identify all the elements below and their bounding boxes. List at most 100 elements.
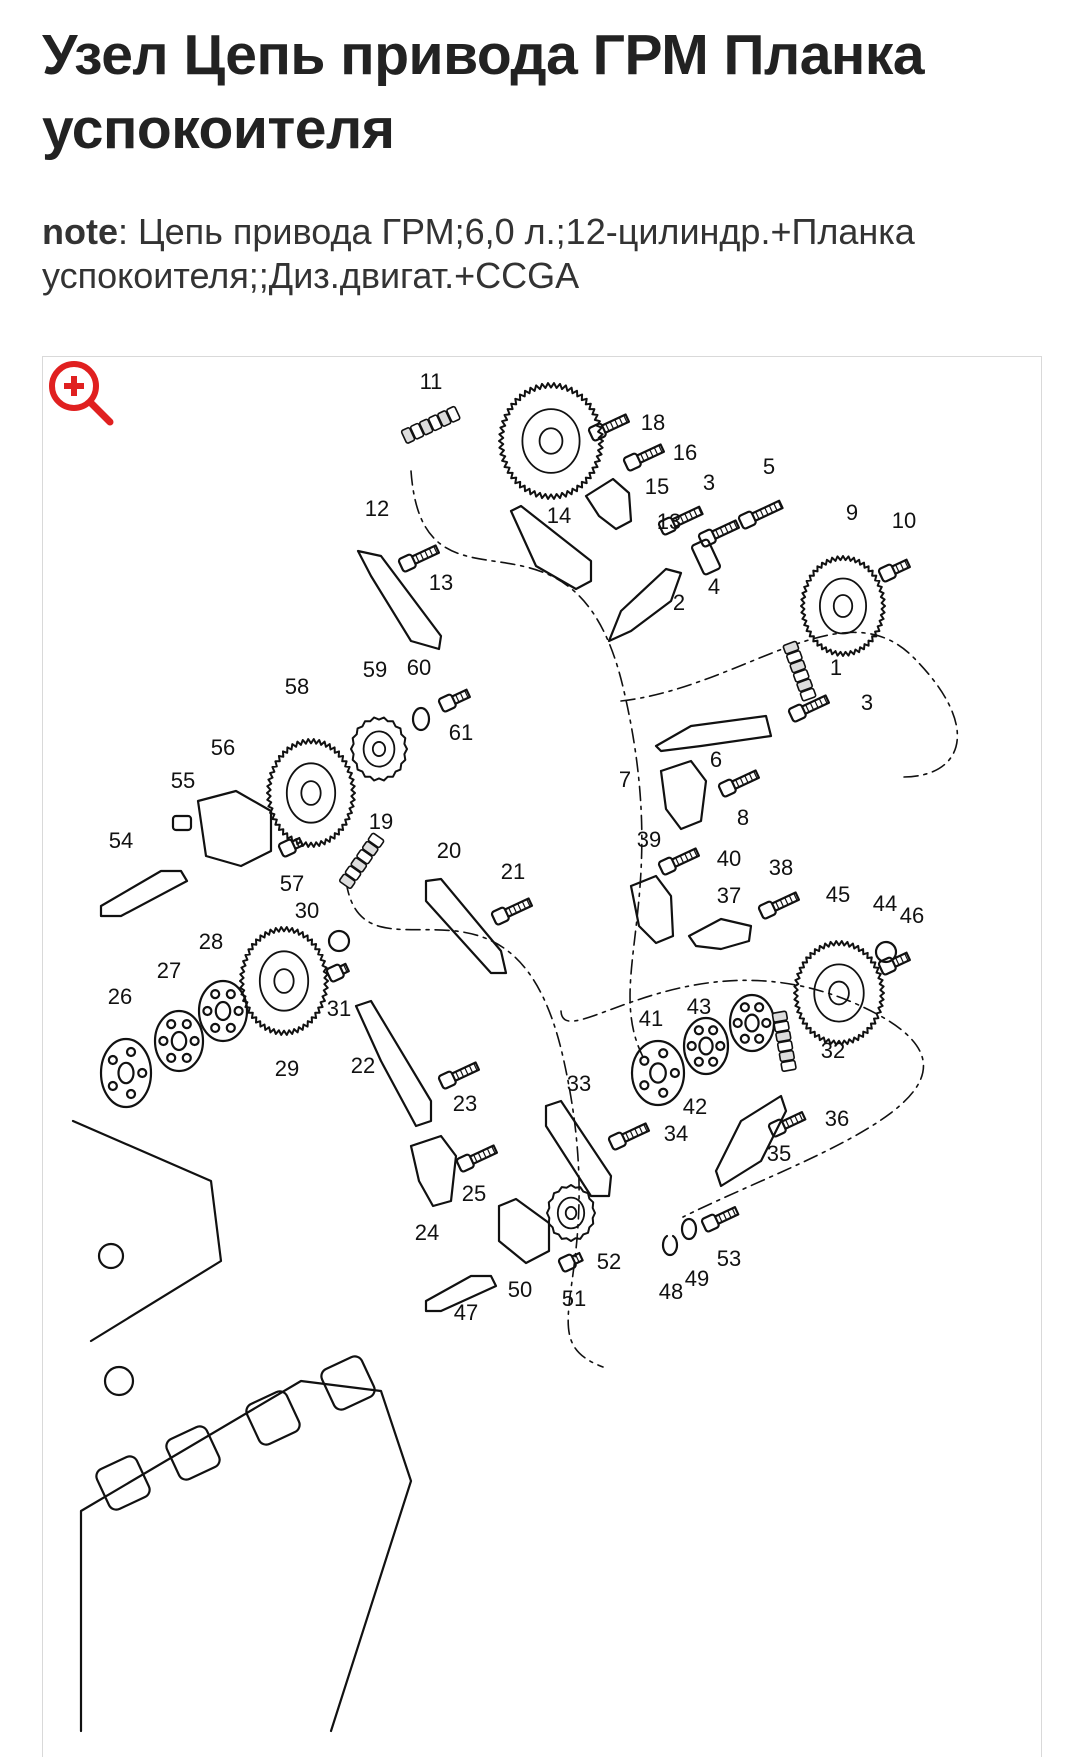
- part-number-label: 20: [437, 838, 461, 863]
- chain-segment-19: [338, 832, 385, 890]
- part-number-label: 36: [825, 1106, 849, 1131]
- part-number-label: 18: [641, 410, 665, 435]
- flange-41: [630, 1039, 686, 1107]
- washer-27: [153, 1009, 205, 1073]
- guide-rail-6: [654, 714, 773, 753]
- bolt-61: [437, 688, 471, 713]
- nut-29: [327, 929, 351, 953]
- part-number-label: 5: [763, 454, 775, 479]
- sprocket-59: [350, 716, 408, 782]
- part-number-label: 60: [407, 655, 431, 680]
- bolt-53: [700, 1206, 740, 1233]
- part-number-label: 52: [597, 1249, 621, 1274]
- bolt-46: [877, 951, 911, 976]
- bolt-5: [737, 499, 784, 530]
- part-number-label: 6: [710, 747, 722, 772]
- part-number-label: 16: [673, 440, 697, 465]
- note-text: Цепь привода ГРМ;6,0 л.;12-цилиндр.+План…: [42, 211, 915, 296]
- note-label: note: [42, 211, 118, 252]
- bolt-21: [490, 897, 534, 926]
- shaft-54: [99, 869, 189, 918]
- cam-cap-4: [320, 1355, 376, 1411]
- sprocket-17: [498, 382, 604, 500]
- chain-segment-32: [771, 1010, 797, 1073]
- part-number-label: 58: [285, 674, 309, 699]
- tensioner-50: [497, 1197, 551, 1265]
- guide-rail-14: [509, 504, 593, 591]
- part-number-label: 47: [454, 1300, 478, 1325]
- bolt-3a: [697, 519, 741, 548]
- bolt-18: [587, 413, 631, 442]
- lower-left-chain-path: [345, 880, 604, 1368]
- bolt-31: [325, 962, 350, 983]
- lower-right-chain-path: [560, 979, 925, 1218]
- port-2: [97, 1242, 125, 1270]
- bolt-57: [277, 836, 304, 858]
- tensioner-37: [687, 917, 753, 951]
- part-number-label: 41: [639, 1006, 663, 1031]
- washer-43: [728, 993, 776, 1053]
- part-number-label: 37: [717, 883, 741, 908]
- part-number-label: 29: [275, 1056, 299, 1081]
- part-number-label: 46: [900, 903, 924, 928]
- washer-49: [680, 1217, 698, 1241]
- zoom-in-icon[interactable]: [44, 356, 124, 436]
- bolt-38: [757, 891, 801, 920]
- part-number-label: 25: [462, 1181, 486, 1206]
- cam-cap-3: [245, 1390, 301, 1446]
- part-number-label: 51: [562, 1286, 586, 1311]
- tensioner-rail-35: [714, 1094, 788, 1188]
- part-number-label: 8: [737, 805, 749, 830]
- exploded-parts-drawing: 1233456789101112131314151617181920212223…: [71, 369, 959, 1733]
- page-title: Узел Цепь привода ГРМ Планка успокоителя: [42, 23, 925, 161]
- part-number-label: 1: [830, 655, 842, 680]
- part-number-label: 50: [508, 1277, 532, 1302]
- parts-diagram[interactable]: 1233456789101112131314151617181920212223…: [42, 356, 1042, 1757]
- bolt-36: [767, 1111, 807, 1138]
- cam-cap-2: [165, 1425, 221, 1481]
- washer-42: [682, 1016, 730, 1076]
- part-number-label: 7: [619, 767, 631, 792]
- port-1: [103, 1365, 135, 1397]
- part-number-label: 11: [420, 369, 443, 394]
- part-number-label: 42: [683, 1094, 707, 1119]
- bracket-24: [409, 1134, 458, 1208]
- part-number-label: 26: [108, 984, 132, 1009]
- cam-cap-1: [95, 1455, 151, 1511]
- part-number-label: 53: [717, 1246, 741, 1271]
- washer-28: [197, 979, 249, 1043]
- bolt-25: [455, 1144, 499, 1173]
- part-number-label: 61: [449, 720, 473, 745]
- bolt-10: [877, 558, 911, 583]
- part-number-label: 21: [501, 859, 525, 884]
- bracket-15: [584, 477, 633, 531]
- note: note: Цепь привода ГРМ;6,0 л.;12-цилиндр…: [42, 210, 1042, 298]
- guide-rail-20: [424, 877, 508, 975]
- sprocket-9: [800, 555, 886, 657]
- part-number-label: 56: [211, 735, 235, 760]
- part-number-label: 3: [703, 470, 715, 495]
- part-number-label: 12: [365, 496, 389, 521]
- upper-right-chain-path: [620, 631, 959, 778]
- part-number-label: 14: [547, 503, 571, 528]
- part-number-label: 3: [861, 690, 873, 715]
- part-number-label: 30: [295, 898, 319, 923]
- part-number-label: 33: [567, 1071, 591, 1096]
- bolt-16: [622, 443, 666, 472]
- part-number-label: 59: [363, 657, 387, 682]
- part-number-label: 22: [351, 1053, 375, 1078]
- bolt-8: [717, 769, 761, 798]
- cylinder-head-outline: [71, 1119, 223, 1343]
- part-number-label: 13: [657, 509, 681, 534]
- part-number-label: 34: [664, 1121, 688, 1146]
- bolt-13b: [397, 544, 441, 573]
- part-number-label: 27: [157, 958, 181, 983]
- part-number-label: 31: [327, 996, 351, 1021]
- guide-rail-33: [544, 1099, 613, 1198]
- bolt-3b: [787, 694, 831, 723]
- chain-segment-11: [400, 405, 461, 444]
- part-number-label: 38: [769, 855, 793, 880]
- tensioner-7: [659, 759, 708, 831]
- key-55: [171, 814, 193, 832]
- part-number-label: 2: [673, 590, 685, 615]
